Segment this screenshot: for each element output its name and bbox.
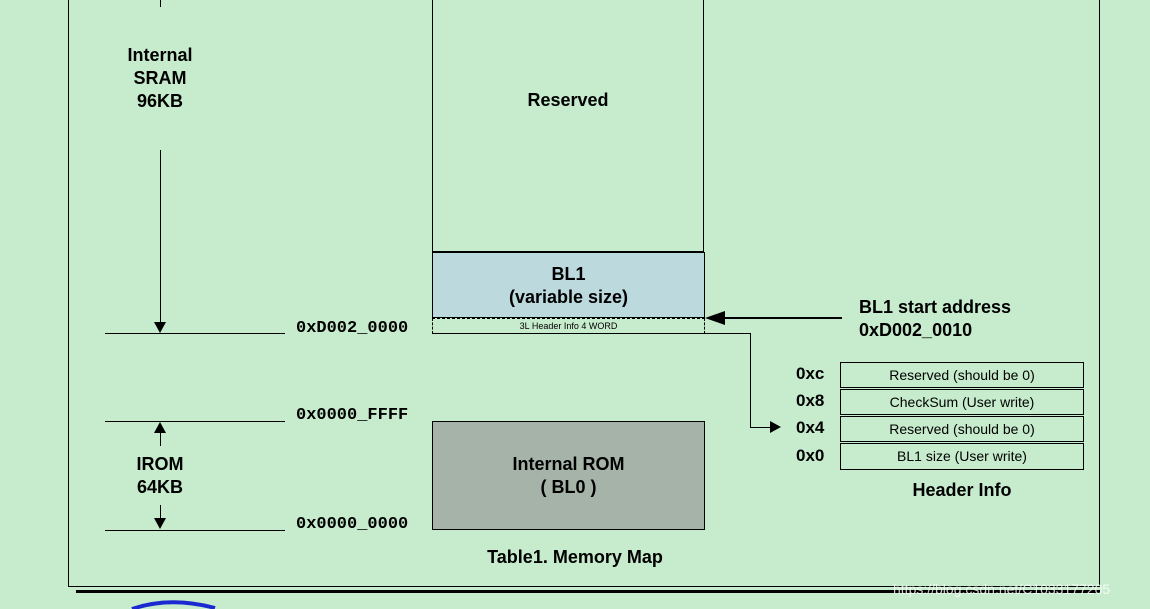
reserved-block: Reserved [432, 0, 704, 252]
header-offset-0xc: 0xc [796, 364, 825, 383]
header-offset-0x8: 0x8 [796, 391, 825, 410]
bl1-subtitle: (variable size) [508, 287, 629, 307]
sram-label-line2: SRAM [133, 68, 187, 88]
bl1-start-address: 0xD002_0010 [859, 320, 973, 340]
header-connector-vertical [750, 333, 751, 428]
rom-top-address: 0x0000_FFFF [296, 406, 409, 425]
header-row-0x0: BL1 size (User write) [840, 443, 1084, 470]
sram-label-line1: Internal [127, 45, 193, 65]
header-row-0xc: Reserved (should be 0) [840, 362, 1084, 388]
sram-base-address: 0xD002_0000 [296, 319, 409, 338]
frame-bottom-border [68, 586, 1100, 587]
irom-label-line1: IROM [136, 454, 184, 474]
rom-top-line [105, 421, 285, 422]
sram-arrow-top-line [160, 0, 161, 7]
watermark: https://blog.csdn.net/C1033177205 [893, 581, 1111, 597]
rom-title: Internal ROM [512, 454, 625, 474]
irom-arrow-up-head [154, 422, 166, 433]
bl1-header-strip-label: 3L Header Info 4 WORD [519, 321, 618, 331]
header-connector-horizontal [750, 427, 774, 428]
header-info-caption: Header Info [912, 480, 1012, 500]
rom-base-address: 0x0000_0000 [296, 515, 409, 534]
internal-rom-block: Internal ROM ( BL0 ) [432, 421, 705, 530]
sram-label: Internal SRAM 96KB [110, 44, 210, 113]
irom-arrow-down-head [154, 518, 166, 529]
diagram-caption: Table1. Memory Map [487, 547, 663, 567]
bl1-title: BL1 [551, 264, 586, 284]
bl1-header-strip: 3L Header Info 4 WORD [432, 318, 705, 334]
header-row-0x8: CheckSum (User write) [840, 389, 1084, 415]
sram-arrow-head [154, 322, 166, 333]
bl1-start-arrow [705, 311, 842, 325]
header-row-0x4: Reserved (should be 0) [840, 416, 1084, 442]
reserved-label: Reserved [527, 90, 609, 110]
sram-base-line-right [432, 333, 750, 334]
irom-label: IROM 64KB [110, 453, 210, 499]
irom-label-line2: 64KB [136, 477, 184, 497]
bl1-start-label-text: BL1 start address [859, 297, 1012, 317]
irom-arrow-up-shaft [160, 432, 161, 446]
bl1-block: BL1 (variable size) [432, 252, 705, 318]
rom-base-line [105, 530, 285, 531]
frame-right-border [1099, 0, 1100, 586]
irom-arrow-down-shaft [160, 505, 161, 520]
bl1-start-label: BL1 start address 0xD002_0010 [859, 296, 1011, 342]
frame-left-border [68, 0, 69, 586]
header-connector-arrow-head [770, 421, 781, 433]
frame-shadow-line [76, 590, 1100, 593]
sram-label-line3: 96KB [136, 91, 184, 111]
sram-arrow-shaft [160, 150, 161, 326]
sram-base-line [105, 333, 285, 334]
rom-subtitle: ( BL0 ) [540, 477, 597, 497]
header-offset-0x4: 0x4 [796, 418, 825, 437]
header-offset-0x0: 0x0 [796, 446, 825, 465]
blue-scribble-mark [131, 600, 216, 609]
